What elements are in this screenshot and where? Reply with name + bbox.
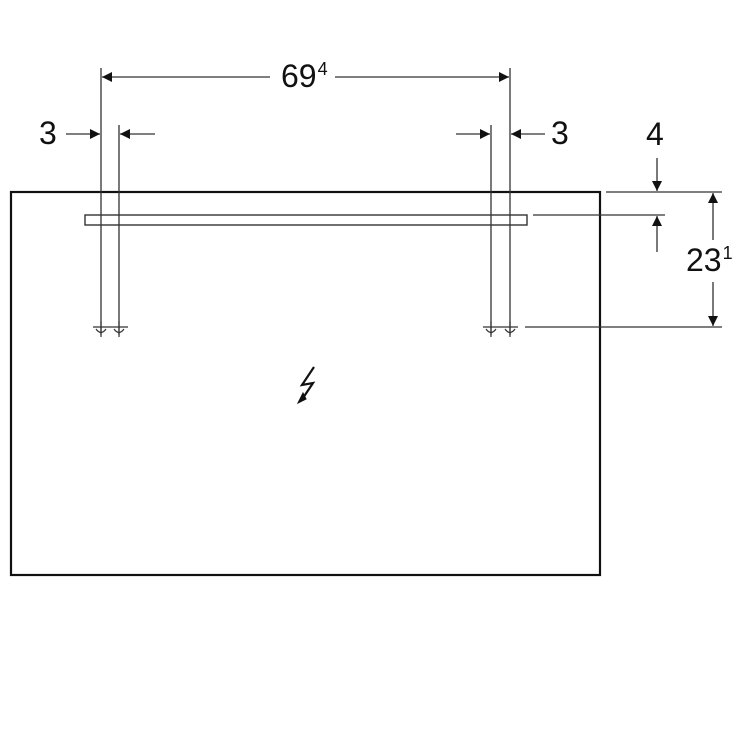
label-left-offset: 3 (39, 117, 57, 149)
lightning-bolt-icon (296, 366, 316, 405)
vertical-reference-lines (100, 68, 511, 335)
label-right-offset: 3 (551, 117, 569, 149)
label-sup: 4 (317, 59, 328, 79)
label-rail-offset: 4 (646, 118, 664, 150)
fixing-points (93, 321, 518, 337)
extension-lines-right (525, 191, 722, 328)
label-overall-spacing: 694 (277, 60, 332, 92)
cabinet-outline (9, 190, 602, 577)
fixing-point-right-1 (485, 321, 497, 337)
label-main: 23 (686, 242, 722, 278)
fixing-point-left-2 (113, 321, 125, 337)
fixing-point-left-1 (95, 321, 107, 337)
label-main: 3 (39, 115, 57, 151)
mounting-rail (84, 214, 528, 226)
label-main: 69 (281, 58, 317, 94)
label-sup: 1 (722, 243, 733, 263)
label-bracket-height: 231 (686, 244, 733, 276)
fixing-point-right-2 (504, 321, 516, 337)
label-main: 4 (646, 116, 664, 152)
label-main: 3 (551, 115, 569, 151)
